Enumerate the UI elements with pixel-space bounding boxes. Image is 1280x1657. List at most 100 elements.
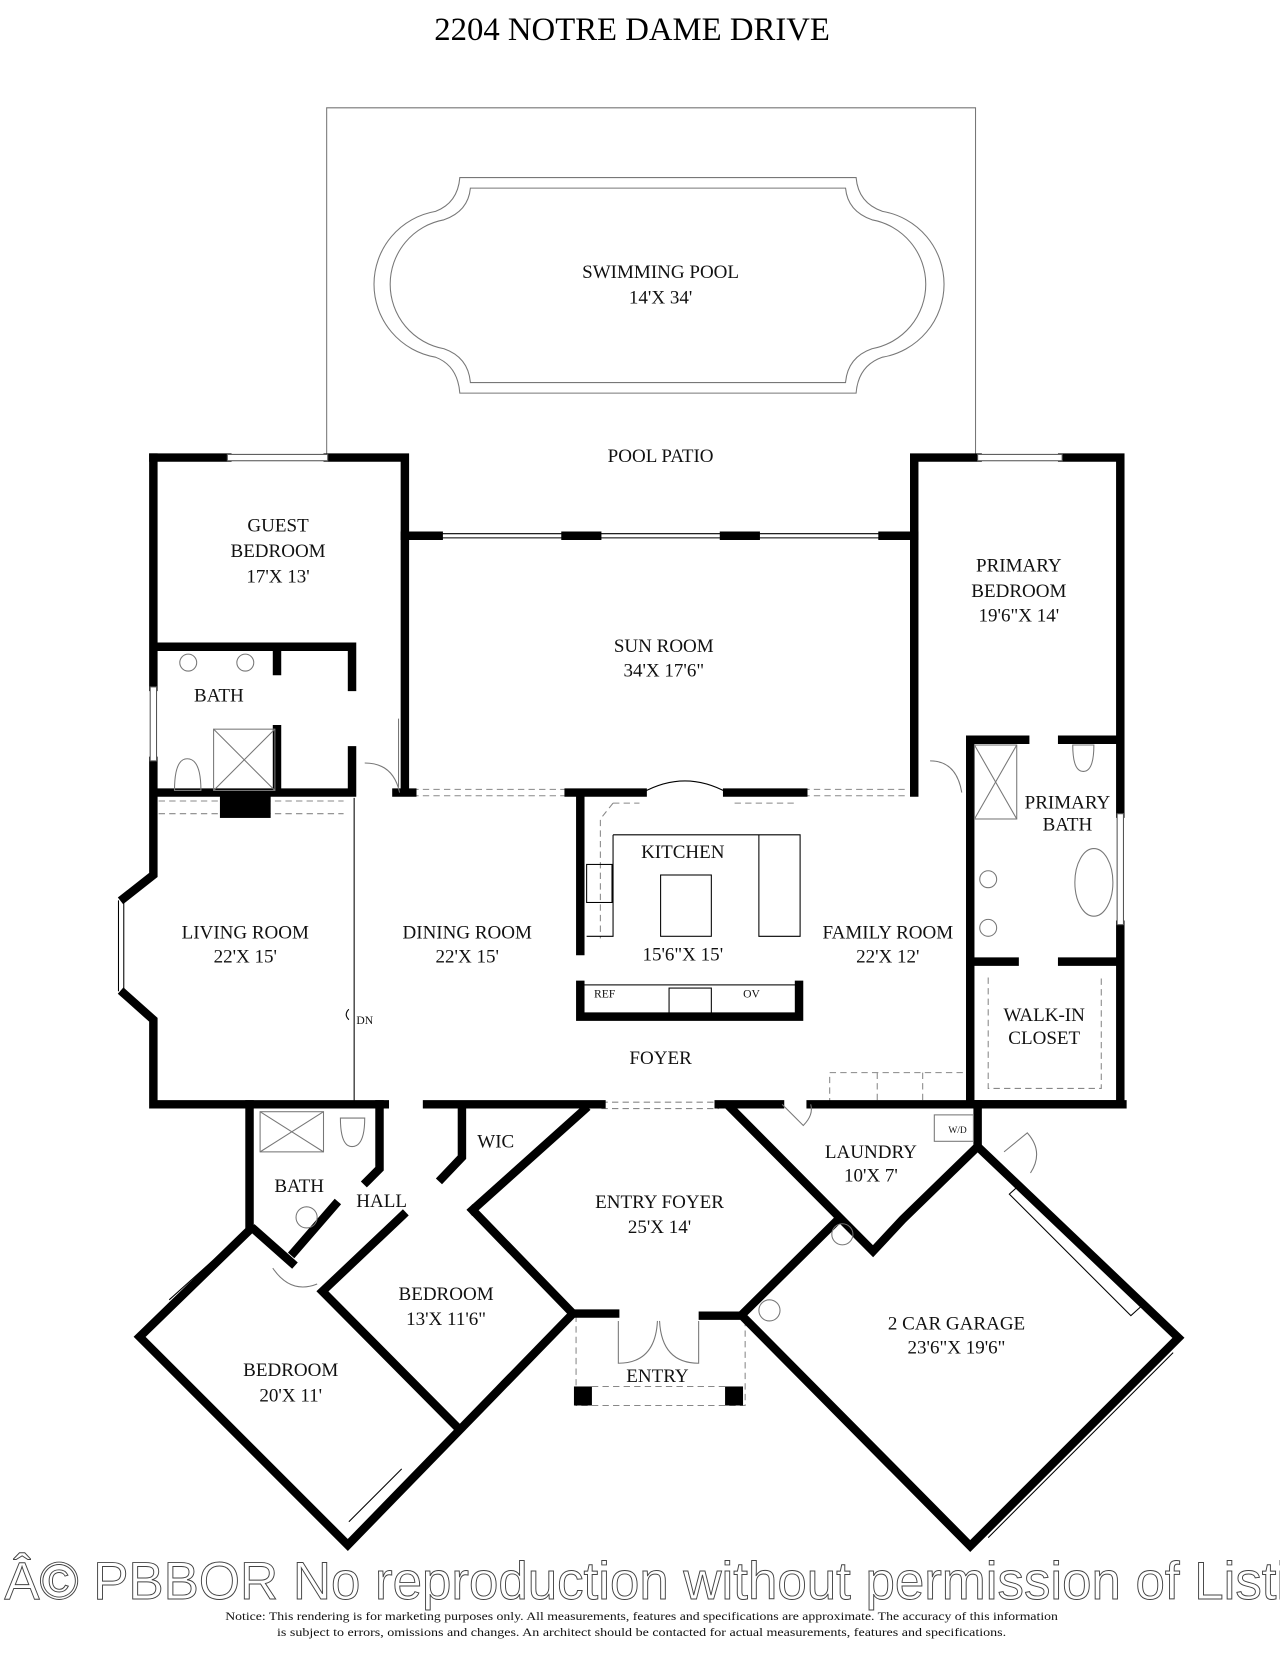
door-icon: [272, 1267, 318, 1288]
svg-text:34'X 17'6": 34'X 17'6": [623, 660, 704, 681]
ov-label: OV: [743, 988, 760, 1001]
svg-text:BEDROOM: BEDROOM: [971, 581, 1066, 602]
shower-icon: [213, 728, 276, 791]
svg-text:17'X 13': 17'X 13': [246, 566, 309, 587]
room-labels: SWIMMING POOL 14'X 34' POOL PATIO GUEST BE…: [182, 262, 1111, 1406]
toilet-icon: [339, 1117, 366, 1148]
sink-icon: [979, 870, 998, 889]
svg-text:LIVING ROOM: LIVING ROOM: [182, 922, 309, 943]
room-entry-foyer: ENTRY FOYER 25'X 14': [595, 1192, 724, 1238]
room-hall-bath: BATH: [274, 1176, 324, 1197]
room-wic: WIC: [477, 1132, 514, 1153]
svg-text:ENTRY FOYER: ENTRY FOYER: [595, 1192, 724, 1213]
pool-patio-outline: [326, 107, 977, 457]
entry-door-icon: [617, 1320, 700, 1364]
swimming-pool: [373, 177, 945, 394]
svg-text:FAMILY ROOM: FAMILY ROOM: [822, 922, 953, 943]
notice-line-2: is subject to errors, omissions and chan…: [277, 1626, 1006, 1639]
svg-text:PRIMARY: PRIMARY: [976, 556, 1062, 577]
svg-text:25'X 14': 25'X 14': [628, 1217, 691, 1238]
svg-text:22'X 15': 22'X 15': [214, 947, 277, 968]
svg-text:WALK-IN: WALK-IN: [1004, 1005, 1086, 1026]
room-foyer: FOYER: [629, 1048, 692, 1069]
svg-text:KITCHEN: KITCHEN: [641, 842, 725, 863]
svg-text:22'X 15': 22'X 15': [436, 947, 499, 968]
svg-text:CLOSET: CLOSET: [1008, 1028, 1080, 1049]
room-entry: ENTRY: [626, 1366, 689, 1387]
sink-icon: [236, 653, 255, 672]
door-icon: [781, 1103, 812, 1127]
room-garage: 2 CAR GARAGE 23'6"X 19'6": [888, 1313, 1025, 1358]
svg-text:PRIMARY: PRIMARY: [1025, 792, 1111, 813]
svg-text:LAUNDRY: LAUNDRY: [825, 1142, 917, 1163]
room-pool-patio: POOL PATIO: [608, 446, 714, 467]
svg-text:BATH: BATH: [1043, 815, 1093, 836]
fixtures: W/D DN: [173, 653, 1114, 1364]
cooktop-icon: [668, 987, 712, 1016]
svg-text:GUEST: GUEST: [247, 516, 309, 537]
svg-text:SWIMMING POOL: SWIMMING POOL: [582, 262, 739, 283]
arrow-left-icon: [345, 1008, 350, 1021]
room-dining-room: DINING ROOM 22'X 15': [403, 922, 532, 967]
toilet-icon: [173, 758, 202, 791]
svg-text:BATH: BATH: [194, 686, 244, 707]
svg-text:ENTRY: ENTRY: [626, 1366, 689, 1387]
windows: [117, 453, 1174, 1538]
svg-text:2 CAR GARAGE: 2 CAR GARAGE: [888, 1313, 1025, 1334]
tub-icon: [295, 1206, 318, 1229]
shower-icon: [259, 1111, 325, 1153]
walls: [117, 453, 1185, 1553]
open-passages: [158, 788, 1102, 1407]
svg-text:BATH: BATH: [274, 1176, 324, 1197]
room-guest-bedroom: GUEST BEDROOM 17'X 13': [231, 516, 326, 588]
svg-text:POOL PATIO: POOL PATIO: [608, 446, 714, 467]
room-family-room: FAMILY ROOM 22'X 12': [822, 922, 953, 967]
svg-text:FOYER: FOYER: [629, 1048, 692, 1069]
svg-text:23'6"X 19'6": 23'6"X 19'6": [908, 1338, 1006, 1359]
svg-text:BEDROOM: BEDROOM: [243, 1360, 338, 1381]
svg-text:19'6"X 14': 19'6"X 14': [979, 605, 1060, 626]
room-guest-bath: BATH: [194, 686, 244, 707]
svg-text:BEDROOM: BEDROOM: [399, 1284, 494, 1305]
svg-text:BEDROOM: BEDROOM: [231, 541, 326, 562]
svg-text:20'X 11': 20'X 11': [259, 1385, 322, 1406]
svg-text:22'X 12': 22'X 12': [856, 947, 919, 968]
tub-icon: [1074, 848, 1114, 917]
room-bedroom-3: BEDROOM 20'X 11': [243, 1360, 338, 1406]
plan-title: 2204 NOTRE DAME DRIVE: [434, 12, 830, 48]
toilet-icon: [1072, 744, 1095, 772]
svg-text:10'X 7': 10'X 7': [844, 1165, 898, 1186]
sink-icon: [979, 918, 998, 937]
room-bedroom-2: BEDROOM 13'X 11'6": [399, 1284, 494, 1330]
room-living-room: LIVING ROOM 22'X 15': [182, 922, 309, 967]
svg-text:14'X 34': 14'X 34': [629, 287, 692, 308]
svg-text:DINING ROOM: DINING ROOM: [403, 922, 532, 943]
svg-text:HALL: HALL: [356, 1191, 407, 1212]
washer-dryer-icon: [933, 1114, 974, 1142]
ref-label: REF: [594, 988, 616, 1001]
svg-text:13'X 11'6": 13'X 11'6": [406, 1309, 486, 1330]
door-icon: [1003, 1132, 1038, 1174]
door-icon: [364, 718, 401, 793]
watermark: Â© PBBOR No reproduction without permiss…: [4, 1552, 1280, 1611]
room-hall: HALL: [356, 1191, 407, 1212]
room-swimming-pool: SWIMMING POOL 14'X 34': [582, 262, 739, 308]
notice-line-1: Notice: This rendering is for marketing …: [225, 1610, 1058, 1623]
wd-label: W/D: [948, 1126, 967, 1136]
stairs-down-label: DN: [356, 1014, 373, 1027]
sink-icon: [179, 653, 198, 672]
svg-text:15'6"X 15': 15'6"X 15': [642, 945, 723, 966]
water-heater-icon: [758, 1299, 781, 1322]
shower-icon: [973, 744, 1018, 820]
room-kitchen: KITCHEN 15'6"X 15': [641, 842, 725, 966]
svg-text:WIC: WIC: [477, 1132, 514, 1153]
door-icon: [930, 760, 963, 793]
room-primary-bedroom: PRIMARY BEDROOM 19'6"X 14': [971, 556, 1066, 627]
svg-text:SUN ROOM: SUN ROOM: [614, 636, 714, 657]
kitchen-counter: REF OV: [576, 834, 804, 1021]
room-sun-room: SUN ROOM 34'X 17'6": [614, 636, 714, 681]
